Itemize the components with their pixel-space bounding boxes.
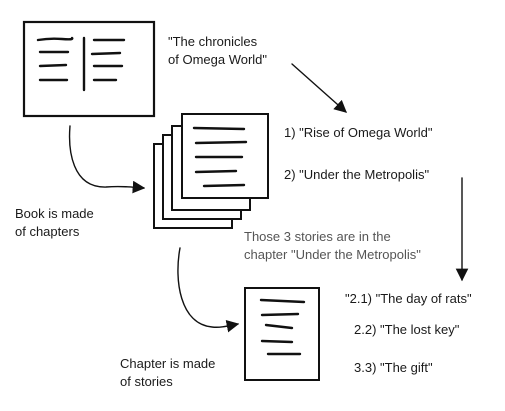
book-title-line-2: of Omega World"	[168, 52, 268, 67]
book-title: "The chronicles of Omega World"	[168, 33, 267, 69]
chapter-caption-line-1: Chapter is made	[120, 356, 216, 371]
stories-note-line-2: chapter "Under the Metropolis"	[244, 247, 421, 262]
story-page-icon	[244, 287, 320, 381]
book-caption: Book is made of chapters	[15, 205, 94, 241]
arrow-title-to-chapters	[291, 63, 347, 113]
book-caption-line-1: Book is made	[15, 206, 94, 221]
story-item-3: 3.3) "The gift"	[354, 360, 433, 375]
story-item-1: "2.1) "The day of rats"	[345, 291, 472, 306]
book-icon	[22, 20, 156, 118]
book-caption-line-2: of chapters	[15, 224, 80, 239]
chapter-item-2: 2) "Under the Metropolis"	[284, 167, 430, 182]
book-title-line-1: "The chronicles	[168, 34, 258, 49]
stories-note-line-1: Those 3 stories are in the	[244, 229, 391, 244]
story-item-2: 2.2) "The lost key"	[354, 322, 460, 337]
stories-note: Those 3 stories are in the chapter "Unde…	[244, 228, 421, 264]
chapter-item-1: 1) "Rise of Omega World"	[284, 125, 433, 140]
arrow-book-to-chapters	[68, 125, 146, 194]
chapter-caption: Chapter is made of stories	[120, 355, 215, 391]
arrow-chapters-to-story	[177, 247, 240, 333]
chapter-caption-line-2: of stories	[120, 374, 173, 389]
chapters-stack-icon	[153, 113, 269, 229]
